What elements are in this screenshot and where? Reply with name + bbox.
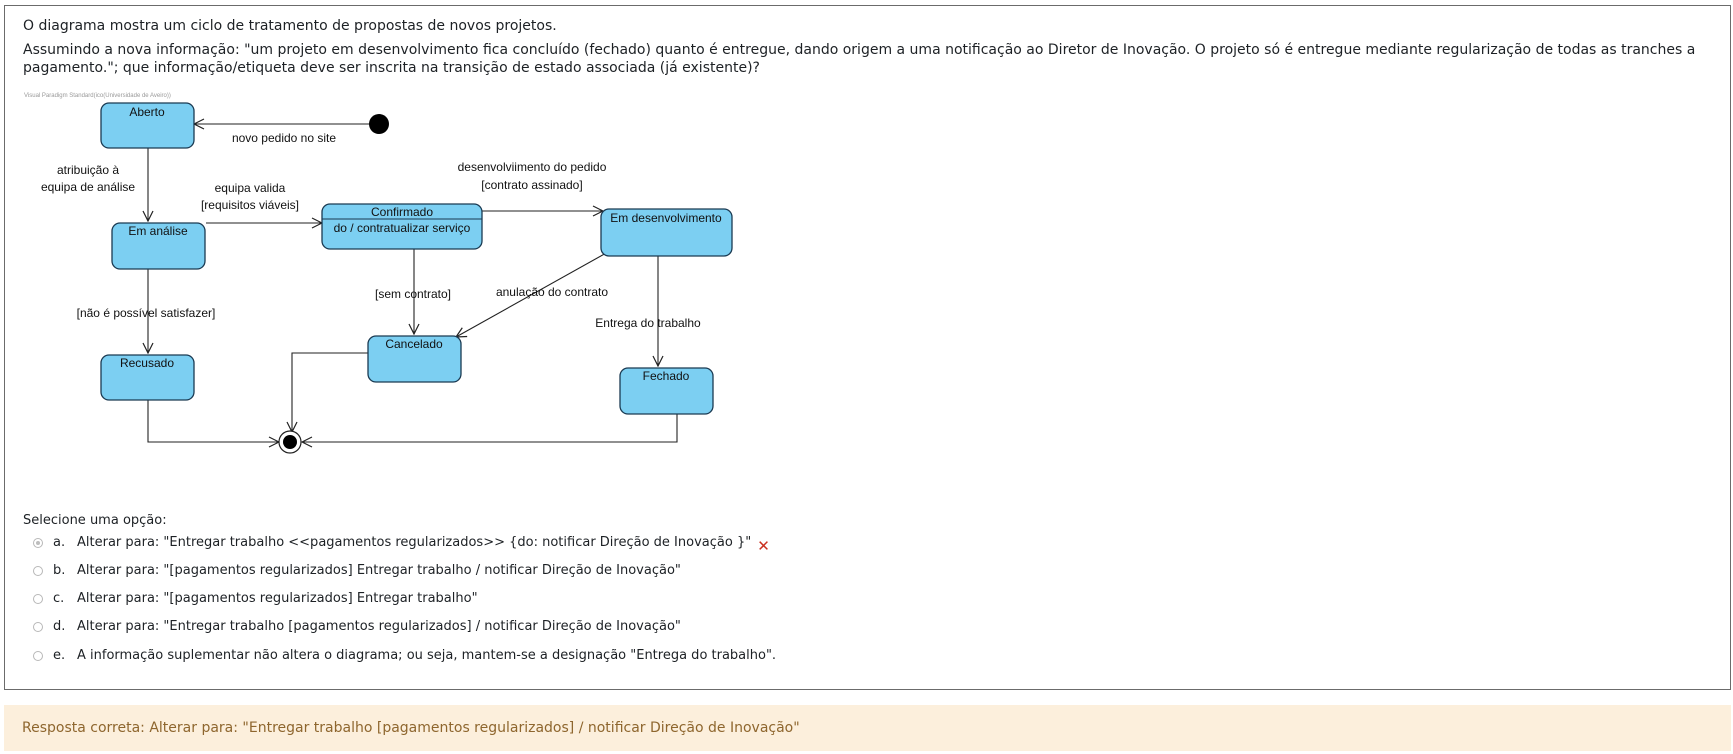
label-sem-contrato: [sem contrato] bbox=[375, 287, 451, 301]
question-text: Assumindo a nova informação: "um projeto… bbox=[23, 42, 1696, 76]
state-fechado bbox=[619, 367, 714, 415]
state-cancelado bbox=[367, 335, 462, 383]
label-desenvolvimento-1: desenvolviimento do pedido bbox=[458, 160, 607, 174]
option-c[interactable]: c. Alterar para: "[pagamentos regulariza… bbox=[33, 589, 478, 609]
option-b-radio[interactable] bbox=[33, 566, 43, 576]
option-d[interactable]: d. Alterar para: "Entregar trabalho [pag… bbox=[33, 617, 681, 637]
state-confirmado-label: Confirmado bbox=[371, 205, 433, 219]
option-c-text[interactable]: Alterar para: "[pagamentos regularizados… bbox=[77, 591, 478, 606]
diagram-watermark: Visual Paradigm Standard(ico(Universidad… bbox=[24, 93, 171, 99]
option-e-text[interactable]: A informação suplementar não altera o di… bbox=[77, 648, 777, 663]
option-a-letter: a. bbox=[53, 535, 66, 550]
state-recusado bbox=[100, 354, 195, 401]
state-confirmado-action: do / contratualizar serviço bbox=[334, 221, 471, 235]
state-cancelado-label: Cancelado bbox=[385, 337, 443, 351]
label-nao-possivel: [não é possível satisfazer] bbox=[77, 306, 216, 320]
state-aberto bbox=[100, 102, 195, 149]
label-atribuicao-2: equipa de análise bbox=[41, 180, 135, 194]
edge-desenvolvimento-cancelado bbox=[456, 251, 609, 337]
option-c-letter: c. bbox=[53, 591, 65, 606]
label-equipa-valida-1: equipa valida bbox=[215, 181, 286, 195]
edge-cancelado-final bbox=[292, 352, 368, 432]
option-d-radio[interactable] bbox=[33, 622, 43, 632]
label-entrega: Entrega do trabalho bbox=[595, 316, 701, 330]
label-equipa-valida-2: [requisitos viáveis] bbox=[201, 198, 299, 212]
state-recusado-label: Recusado bbox=[120, 356, 174, 370]
option-b-letter: b. bbox=[53, 563, 66, 578]
state-em-analise-label: Em análise bbox=[128, 224, 188, 238]
option-d-letter: d. bbox=[53, 619, 66, 634]
correct-answer-feedback: Resposta correta: Alterar para: "Entrega… bbox=[4, 705, 1731, 751]
option-e[interactable]: e. A informação suplementar não altera o… bbox=[33, 646, 776, 666]
state-confirmado bbox=[321, 203, 483, 250]
option-a-text[interactable]: Alterar para: "Entregar trabalho <<pagam… bbox=[77, 535, 752, 550]
label-atribuicao-1: atribuição à bbox=[57, 163, 119, 177]
question-intro: O diagrama mostra um ciclo de tratamento… bbox=[23, 18, 557, 34]
option-d-text[interactable]: Alterar para: "Entregar trabalho [pagame… bbox=[77, 619, 681, 634]
state-em-desenvolvimento bbox=[600, 208, 733, 257]
select-option-prompt: Selecione uma opção: bbox=[23, 513, 167, 528]
option-e-radio[interactable] bbox=[33, 651, 43, 661]
option-b-text[interactable]: Alterar para: "[pagamentos regularizados… bbox=[77, 563, 681, 578]
final-node bbox=[283, 435, 297, 449]
label-desenvolvimento-2: [contrato assinado] bbox=[481, 178, 582, 192]
option-c-radio[interactable] bbox=[33, 594, 43, 604]
option-b[interactable]: b. Alterar para: "[pagamentos regulariza… bbox=[33, 561, 681, 581]
question-box: O diagrama mostra um ciclo de tratamento… bbox=[4, 5, 1731, 690]
initial-node bbox=[369, 114, 389, 134]
label-novo-pedido: novo pedido no site bbox=[232, 131, 336, 145]
state-fechado-label: Fechado bbox=[643, 369, 690, 383]
state-diagram: Visual Paradigm Standard(ico(Universidad… bbox=[24, 93, 733, 454]
edge-fechado-final bbox=[302, 413, 678, 442]
option-a[interactable]: a. Alterar para: "Entregar trabalho <<pa… bbox=[33, 533, 770, 555]
cross-icon: ✕ bbox=[757, 537, 770, 555]
option-e-letter: e. bbox=[53, 648, 66, 663]
state-em-analise bbox=[111, 222, 206, 270]
edge-recusado-final bbox=[147, 400, 279, 442]
state-em-desenvolvimento-label: Em desenvolvimento bbox=[610, 211, 722, 225]
option-a-radio[interactable] bbox=[33, 538, 43, 548]
label-anulacao: anulação do contrato bbox=[496, 285, 608, 299]
state-aberto-label: Aberto bbox=[129, 105, 165, 119]
